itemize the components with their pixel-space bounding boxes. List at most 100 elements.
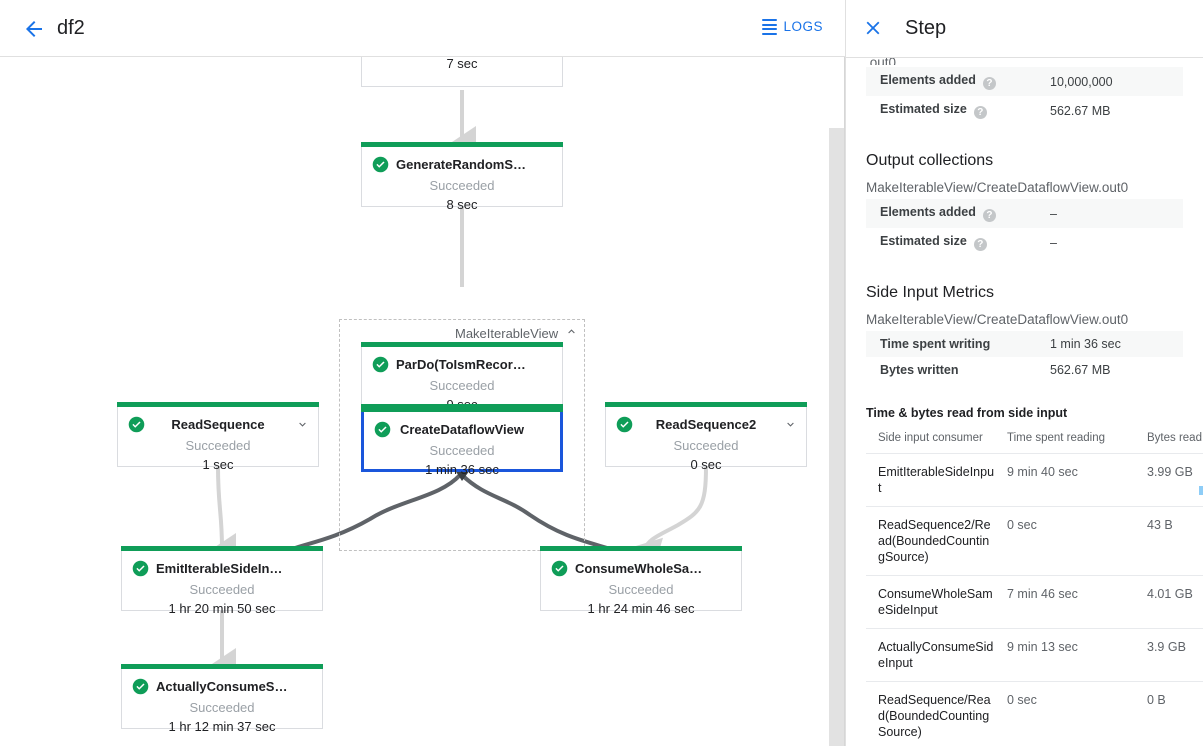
graph-node-consumewholesamesideinput[interactable]: ConsumeWholeSameSi… Succeeded 1 hr 24 mi…: [540, 546, 742, 616]
chevron-up-icon[interactable]: [565, 325, 578, 341]
panel-title: Step: [905, 17, 947, 39]
metric-label: Time spent writing: [866, 331, 1050, 357]
graph-group-label[interactable]: MakeIterableView: [455, 325, 578, 341]
cell-consumer: ReadSequence/Read(BoundedCountingSource): [866, 681, 1001, 746]
success-check-icon: [374, 421, 391, 438]
node-duration: 1 hr 24 min 46 sec: [587, 601, 695, 616]
node-status-accent: [605, 402, 807, 407]
node-name: GenerateRandomSIData: [396, 157, 545, 172]
node-status: Succeeded: [429, 178, 495, 193]
node-status-accent: [361, 342, 563, 347]
column-header-side-input-consumer[interactable]: Side input consumer: [866, 423, 1001, 454]
table-row: Bytes written 562.67 MB: [866, 357, 1183, 383]
chevron-down-icon[interactable]: [296, 418, 309, 431]
side-input-read-table-title: Time & bytes read from side input: [866, 406, 1068, 420]
close-icon[interactable]: [862, 17, 884, 39]
metric-label: Estimated size: [880, 234, 967, 248]
help-question-icon[interactable]: ?: [982, 77, 996, 90]
metric-value: 562.67 MB: [1050, 363, 1111, 377]
side-input-read-table: Side input consumer Time spent reading B…: [866, 423, 1203, 746]
graph-node-actuallyconsumesideinput[interactable]: ActuallyConsumeSideI… Succeeded 1 hr 12 …: [121, 664, 323, 734]
panel-header: Step: [846, 0, 1203, 58]
output-collection-name: MakeIterableView/CreateDataflowView.out0: [866, 180, 1129, 195]
column-header-time-spent-reading[interactable]: Time spent reading: [1001, 423, 1141, 454]
node-name: ActuallyConsumeSideI…: [156, 679, 310, 694]
input-metrics-table: Elements added? 10,000,000 Estimated siz…: [866, 67, 1183, 125]
cell-time: 9 min 40 sec: [1001, 453, 1141, 507]
table-row: ConsumeWholeSameSideInput 7 min 46 sec 4…: [866, 575, 1203, 629]
graph-node-readsequence2[interactable]: ReadSequence2 Succeeded 0 sec: [605, 402, 807, 472]
graph-node-generaterandomsidata[interactable]: GenerateRandomSIData Succeeded 8 sec: [361, 142, 563, 212]
graph-node-pardo-toismrecordfor[interactable]: ParDo(ToIsmRecordFor… Succeeded 9 sec: [361, 342, 563, 412]
graph-node-createdataflowview[interactable]: CreateDataflowView Succeeded 1 min 36 se…: [361, 404, 563, 477]
table-row: Estimated size? 562.67 MB: [866, 96, 1183, 125]
node-status-accent: [540, 546, 742, 551]
node-duration: 0 sec: [690, 457, 722, 472]
cell-time: 0 sec: [1001, 681, 1141, 746]
logs-button[interactable]: LOGS: [762, 19, 823, 35]
metric-value: 1 min 36 sec: [1050, 331, 1183, 357]
side-input-write-metrics-table: Time spent writing 1 min 36 sec Bytes wr…: [866, 331, 1183, 383]
logs-button-label: LOGS: [783, 19, 823, 35]
success-check-icon: [372, 156, 389, 173]
table-row: EmitIterableSideInput 9 min 40 sec 3.99 …: [866, 453, 1203, 507]
graph-node-readsequence[interactable]: ReadSequence Succeeded 1 sec: [117, 402, 319, 472]
canvas-edge-divider: [844, 57, 845, 746]
side-input-collection-name: MakeIterableView/CreateDataflowView.out0: [866, 312, 1129, 327]
table-row: ReadSequence/Read(BoundedCountingSource)…: [866, 681, 1203, 746]
node-status-accent: [361, 404, 563, 412]
node-duration: 1 min 36 sec: [425, 462, 499, 477]
help-question-icon[interactable]: ?: [973, 106, 987, 119]
node-status: Succeeded: [189, 582, 255, 597]
metric-label: Estimated size: [880, 102, 967, 116]
node-duration: 7 sec: [446, 57, 478, 71]
table-row: Elements added? 10,000,000: [866, 67, 1183, 96]
node-status: Succeeded: [189, 700, 255, 715]
cell-consumer: EmitIterableSideInput: [866, 453, 1001, 507]
cell-bytes: 4.01 GB: [1141, 575, 1203, 629]
node-status-accent: [121, 664, 323, 669]
table-row: Elements added? –: [866, 199, 1183, 228]
node-name: ConsumeWholeSameSi…: [575, 561, 734, 576]
success-check-icon: [372, 356, 389, 373]
help-question-icon[interactable]: ?: [973, 238, 987, 251]
metric-value: –: [1050, 235, 1057, 250]
table-row: ReadSequence2/Read(BoundedCountingSource…: [866, 506, 1203, 576]
logs-list-icon: [762, 19, 778, 35]
success-check-icon: [551, 560, 568, 577]
node-status: Succeeded: [429, 443, 495, 458]
side-input-metrics-heading: Side Input Metrics: [866, 284, 995, 301]
output-metrics-table: Elements added? – Estimated size? –: [866, 199, 1183, 257]
back-arrow-icon[interactable]: [22, 17, 46, 41]
graph-group-makeiterableview[interactable]: [339, 319, 585, 551]
node-status: Succeeded: [608, 582, 674, 597]
table-row: ActuallyConsumeSideInput 9 min 13 sec 3.…: [866, 628, 1203, 682]
chevron-down-icon[interactable]: [784, 418, 797, 431]
node-name: ReadSequence2: [655, 417, 757, 432]
node-name: ParDo(ToIsmRecordFor…: [396, 357, 555, 372]
canvas-scrollbar-thumb[interactable]: [829, 128, 845, 746]
job-graph-canvas[interactable]: MakeIterableView Succeeded 7 sec Generat…: [0, 57, 845, 746]
metric-value: 10,000,000: [1050, 67, 1183, 96]
cell-time: 9 min 13 sec: [1001, 628, 1141, 682]
metric-value: 562.67 MB: [1050, 103, 1111, 118]
metric-label: Elements added: [880, 205, 976, 219]
page-title: df2: [57, 17, 85, 39]
panel-scroll-accent-marker: [1199, 486, 1203, 495]
help-question-icon[interactable]: ?: [982, 209, 996, 222]
graph-node-clipped-top[interactable]: Succeeded 7 sec: [361, 57, 563, 87]
success-check-icon: [616, 416, 633, 433]
graph-node-emititerablesideinput[interactable]: EmitIterableSideInput Succeeded 1 hr 20 …: [121, 546, 323, 616]
panel-body[interactable]: .out0 Elements added? 10,000,000 Estimat…: [846, 58, 1203, 746]
graph-edges: [212, 90, 708, 680]
cell-consumer: ActuallyConsumeSideInput: [866, 628, 1001, 682]
success-check-icon: [132, 678, 149, 695]
column-header-bytes-read[interactable]: Bytes read: [1141, 423, 1203, 454]
table-row: Time spent writing 1 min 36 sec: [866, 331, 1183, 357]
cell-bytes: 3.99 GB: [1141, 453, 1203, 507]
node-status-accent: [121, 546, 323, 551]
top-app-bar: df2 LOGS: [0, 0, 845, 57]
node-status: Succeeded: [429, 378, 495, 393]
canvas-vertical-scrollbar[interactable]: [829, 57, 845, 746]
